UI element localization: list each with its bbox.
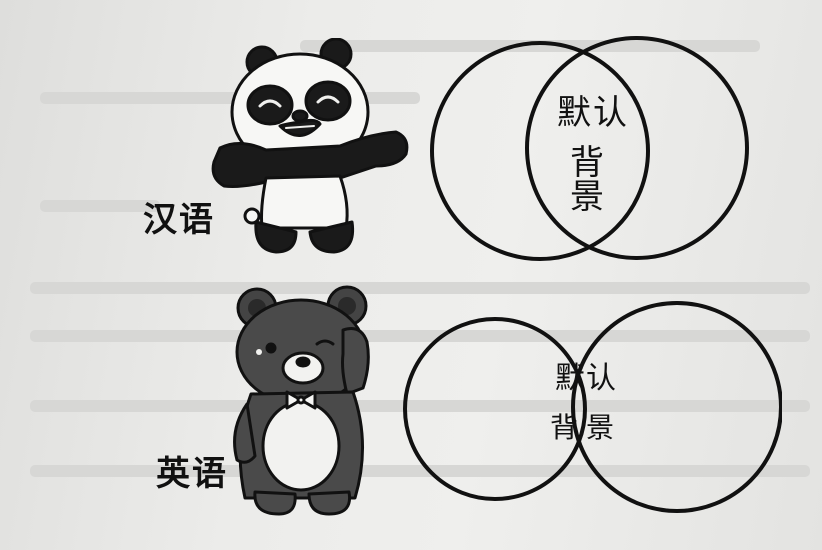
panda-body bbox=[260, 174, 349, 230]
venn-diagram-top bbox=[430, 36, 749, 261]
venn-diagram-bottom bbox=[403, 301, 782, 513]
overlap-label-top-line1: 默认 bbox=[557, 93, 629, 133]
venn-circle-right bbox=[525, 36, 749, 260]
language-label-english: 英语 bbox=[156, 454, 228, 494]
venn-circle-right bbox=[571, 301, 782, 513]
overlap-label-bottom-line2: 背景 bbox=[549, 411, 622, 444]
overlap-label-bottom-line1: 默认 bbox=[555, 361, 617, 396]
venn-circle-left bbox=[430, 41, 650, 261]
venn-circle-left bbox=[403, 317, 587, 501]
overlap-label-top-line2: 背景 bbox=[570, 143, 616, 217]
bear-illustration bbox=[233, 285, 370, 516]
panda-illustration bbox=[211, 38, 409, 254]
bear-raised-paw bbox=[341, 327, 370, 396]
panda-arms bbox=[211, 130, 409, 188]
language-label-chinese: 汉语 bbox=[143, 200, 215, 240]
